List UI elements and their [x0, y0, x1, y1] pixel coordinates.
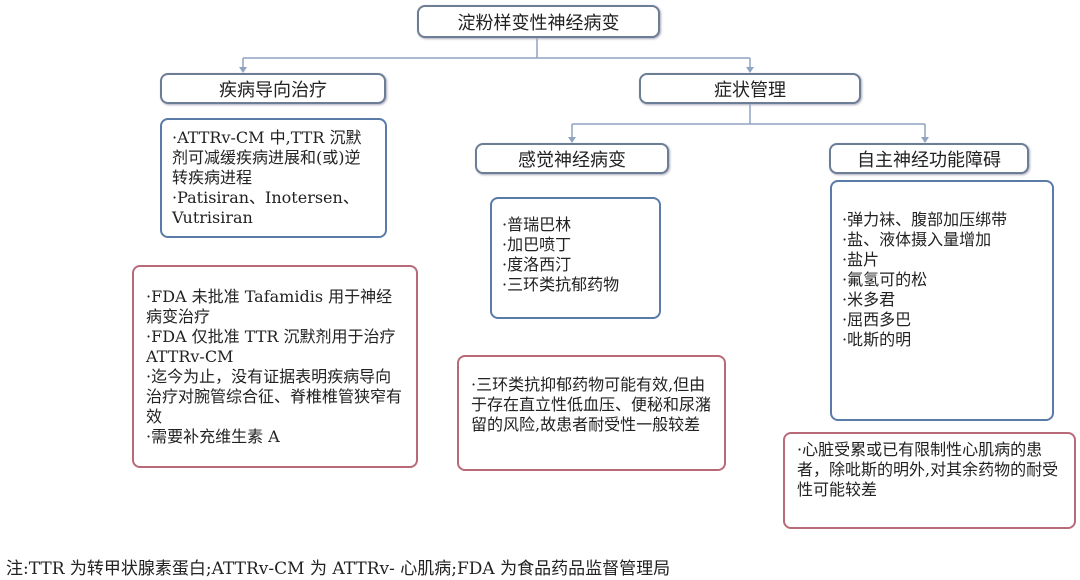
list-item: ·盐、液体摄入量增加: [842, 230, 992, 249]
autonomic-treatments: ·弹力袜、腹部加压绑带 ·盐、液体摄入量增加 ·盐片 ·氟氢可的松 ·米多君 ·…: [830, 180, 1054, 421]
symptom-management-node: 症状管理: [639, 73, 861, 104]
list-item: ·米多君: [842, 290, 896, 309]
list-item: ·三环类抗抑郁药物可能有效,但由于存在直立性低血压、便秘和尿潴留的风险,故患者耐…: [471, 375, 712, 434]
sensory-drugs: ·普瑞巴林 ·加巴喷丁 ·度洛西汀 ·三环类抗郁药物: [490, 197, 661, 319]
list-item: ·迄今为止，没有证据表明疾病导向治疗对腕管综合征、脊椎椎管狭窄有效: [146, 367, 403, 426]
list-item: ·ATTRv-CM 中,TTR 沉默剂可减缓疾病进展和(或)逆转疾病进程: [172, 128, 362, 187]
list-item: ·FDA 未批准 Tafamidis 用于神经病变治疗: [146, 287, 393, 326]
list-item: ·需要补充维生素 A: [146, 427, 280, 446]
footnote: 注:TTR 为转甲状腺素蛋白;ATTRv-CM 为 ATTRv- 心肌病;FDA…: [6, 559, 671, 579]
sensory-caveats: ·三环类抗抑郁药物可能有效,但由于存在直立性低血压、便秘和尿潴留的风险,故患者耐…: [457, 355, 726, 471]
list-item: ·三环类抗郁药物: [502, 275, 620, 294]
list-item: ·盐片: [842, 250, 880, 269]
list-item: ·度洛西汀: [502, 255, 572, 274]
root-node: 淀粉样变性神经病变: [417, 5, 660, 38]
list-item: ·Patisiran、Inotersen、Vutrisiran: [172, 188, 359, 227]
disease-directed-caveats: ·FDA 未批准 Tafamidis 用于神经病变治疗 ·FDA 仅批准 TTR…: [132, 265, 418, 468]
list-item: ·弹力袜、腹部加压绑带: [842, 210, 1008, 229]
list-item: ·加巴喷丁: [502, 235, 572, 254]
autonomic-dysfunction-node: 自主神经功能障碍: [829, 143, 1029, 174]
list-item: ·氟氢可的松: [842, 270, 928, 289]
symptom-management-label: 症状管理: [714, 79, 786, 101]
disease-directed-info: ·ATTRv-CM 中,TTR 沉默剂可减缓疾病进展和(或)逆转疾病进程 ·Pa…: [160, 118, 387, 238]
sensory-neuropathy-label: 感觉神经病变: [518, 149, 626, 171]
list-item: ·心脏受累或已有限制性心肌病的患者，除吡斯的明外,对其余药物的耐受性可能较差: [797, 440, 1059, 499]
list-item: ·屈西多巴: [842, 310, 912, 329]
list-item: ·普瑞巴林: [502, 215, 572, 234]
root-label: 淀粉样变性神经病变: [457, 12, 620, 34]
disease-directed-label: 疾病导向治疗: [219, 79, 327, 101]
disease-directed-node: 疾病导向治疗: [160, 73, 386, 104]
sensory-neuropathy-node: 感觉神经病变: [475, 143, 669, 174]
list-item: ·FDA 仅批准 TTR 沉默剂用于治疗 ATTRv-CM: [146, 327, 396, 366]
autonomic-caveats: ·心脏受累或已有限制性心肌病的患者，除吡斯的明外,对其余药物的耐受性可能较差: [783, 432, 1076, 529]
list-item: ·吡斯的明: [842, 330, 912, 349]
autonomic-dysfunction-label: 自主神经功能障碍: [857, 149, 1001, 171]
